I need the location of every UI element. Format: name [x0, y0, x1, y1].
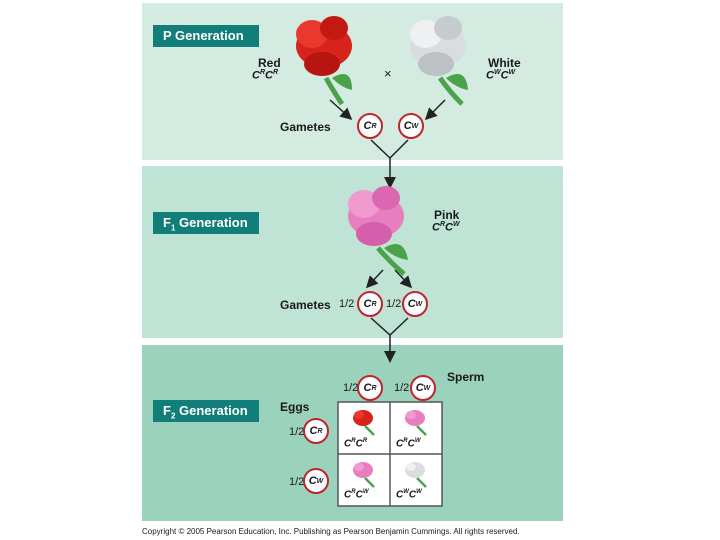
copyright-notice: Copyright © 2005 Pearson Education, Inc.… — [142, 527, 520, 536]
red-genotype: CRCR — [252, 69, 279, 82]
red-flower — [296, 16, 352, 106]
sperm-cw-fraction: 1/2 — [394, 382, 410, 394]
f1-gamete-cw-fraction: 1/2 — [386, 298, 402, 310]
cell-genotype-crcr: CRCR — [344, 438, 368, 450]
white-genotype: CWCW — [486, 69, 516, 82]
f2-pink-flower-2 — [353, 462, 375, 488]
sperm-cr-fraction: 1/2 — [343, 382, 359, 394]
f1-generation-label: F1 Generation — [153, 212, 259, 234]
egg-cw-fraction: 1/2 — [289, 476, 305, 488]
egg-cr-fraction: 1/2 — [289, 426, 305, 438]
f2-generation-label: F2 Generation — [153, 400, 259, 422]
white-flower — [410, 16, 468, 106]
sperm-label: Sperm — [447, 370, 485, 384]
f2-pink-flower-1 — [405, 410, 427, 436]
pink-flower — [348, 186, 408, 276]
f1-gamete-cr-fraction: 1/2 — [339, 298, 355, 310]
f2-white-flower — [405, 462, 427, 488]
red-phenotype-label: Red — [258, 56, 281, 70]
cell-genotype-crcw-2: CRCW — [344, 489, 369, 501]
pink-phenotype-label: Pink — [434, 208, 460, 222]
cell-genotype-crcw-1: CRCW — [396, 438, 421, 450]
white-phenotype-label: White — [488, 56, 521, 70]
pink-genotype: CRCW — [432, 221, 460, 234]
cell-genotype-cwcw: CWCW — [396, 489, 422, 501]
f1-gametes-label: Gametes — [280, 298, 331, 312]
f2-red-flower — [353, 410, 375, 436]
p-gametes-label: Gametes — [280, 120, 331, 134]
p-generation-label: P Generation — [153, 25, 259, 47]
eggs-label: Eggs — [280, 400, 310, 414]
cross-symbol: × — [384, 66, 392, 81]
